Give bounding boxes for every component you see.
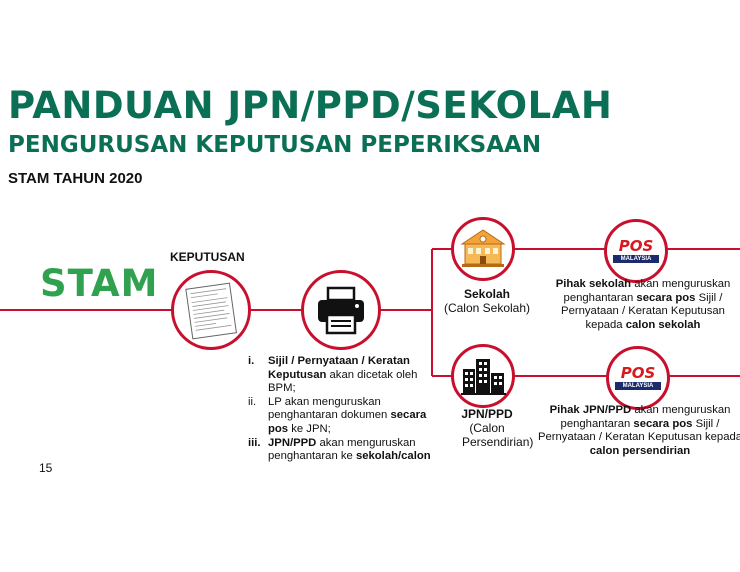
step-item: ii. LP akan menguruskan penghantaran dok… <box>232 396 432 437</box>
page-title: PANDUAN JPN/PPD/SEKOLAH <box>8 84 613 127</box>
step-bold: JPN/PPD <box>268 436 317 449</box>
jpn-subtitle: (Calon Persendirian) <box>462 421 534 449</box>
desc-bold: calon sekolah <box>625 318 701 331</box>
step-bold: Sijil / Pernyataan / Keratan Keputusan <box>268 355 410 381</box>
pos-logo-sub: MALAYSIA <box>615 382 661 390</box>
step-item: i. Sijil / Pernyataan / Keratan Keputusa… <box>232 355 432 396</box>
step-number: iii. <box>248 436 261 449</box>
jpn-delivery-description: Pihak JPN/PPD akan menguruskan penghanta… <box>537 404 740 458</box>
process-steps: i. Sijil / Pernyataan / Keratan Keputusa… <box>232 355 432 464</box>
keputusan-label: KEPUTUSAN <box>170 250 245 264</box>
step-number: i. <box>248 355 255 367</box>
step-bold: secara pos <box>268 409 427 435</box>
desc-bold: secara pos <box>633 417 693 430</box>
school-subtitle: (Calon Sekolah) <box>443 301 531 315</box>
exam-label: STAM TAHUN 2020 <box>8 170 143 187</box>
step-text: akan dicetak oleh BPM; <box>268 368 418 395</box>
step-text: akan menguruskan penghantaran ke <box>268 436 416 463</box>
step-item: iii. JPN/PPD akan menguruskan penghantar… <box>232 437 432 464</box>
step-number: ii. <box>248 395 257 408</box>
school-building-icon <box>451 217 515 281</box>
step-text: LP akan menguruskan penghantaran dokumen <box>268 395 391 422</box>
jpn-title: JPN/PPD <box>461 407 513 421</box>
desc-bold: Pihak JPN/PPD <box>549 404 632 416</box>
pos-malaysia-logo: POS MALAYSIA <box>604 219 668 283</box>
step-text: ke JPN; <box>288 422 331 435</box>
pos-malaysia-logo: POS MALAYSIA <box>606 346 670 410</box>
desc-text: Sijil / Pernyataan / Keratan Keputusan k… <box>537 417 740 444</box>
desc-text: Sijil / Pernyataan / Keratan Keputusan k… <box>561 291 725 331</box>
step-bold: sekolah/calon <box>355 450 431 463</box>
school-delivery-description: Pihak sekolah akan menguruskan penghanta… <box>543 278 740 332</box>
desc-bold: calon persendirian <box>589 444 691 457</box>
jpn-node-label: JPN/PPD (Calon Persendirian) <box>432 407 542 449</box>
page-number: 15 <box>39 461 53 475</box>
document-icon <box>171 270 251 350</box>
stam-label: STAM <box>40 262 159 305</box>
desc-text: akan menguruskan penghantaran <box>560 404 731 430</box>
desc-bold: Pihak sekolah <box>555 278 632 290</box>
page-subtitle: PENGURUSAN KEPUTUSAN PEPERIKSAAN <box>8 132 542 158</box>
desc-text: akan menguruskan penghantaran <box>563 278 731 304</box>
pos-logo-text: POS <box>620 364 656 382</box>
pos-logo-sub: MALAYSIA <box>613 255 659 263</box>
pos-logo-text: POS <box>618 237 654 255</box>
printer-icon <box>301 270 381 350</box>
desc-bold: secara pos <box>636 291 696 304</box>
office-building-icon <box>451 344 515 408</box>
school-node-label: Sekolah (Calon Sekolah) <box>432 287 542 315</box>
school-title: Sekolah <box>463 287 511 301</box>
